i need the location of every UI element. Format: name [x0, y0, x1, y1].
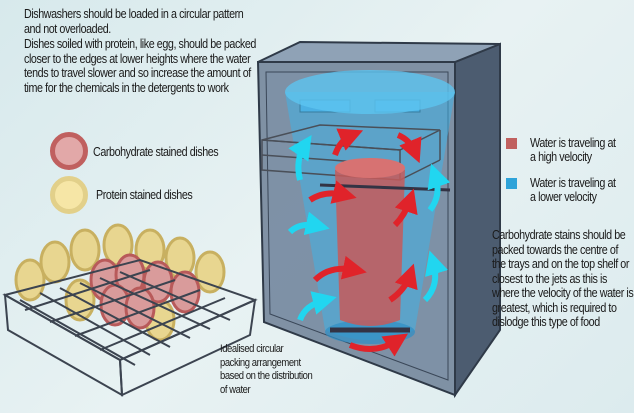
high-velocity-swatch: [506, 138, 517, 149]
carb-dish-label: Carbohydrate stained dishes: [93, 145, 219, 159]
intro-text-content: Dishwashers should be loaded in a circul…: [24, 7, 244, 36]
low-velocity-swatch: [506, 178, 517, 189]
carb-dish-swatch: [50, 132, 88, 170]
arrow-high: [388, 263, 418, 303]
carb-text: Carbohydrate stains should be packed tow…: [492, 228, 634, 330]
high-velocity-line1: Water is traveling at: [530, 136, 616, 150]
low-velocity-line1: Water is traveling at: [530, 176, 616, 190]
arrow-high: [308, 180, 357, 204]
arrow-low: [427, 163, 451, 212]
carb-text-content: Carbohydrate stains should be packed tow…: [492, 228, 634, 329]
high-velocity-label: Water is traveling at a high velocity: [530, 136, 616, 164]
arrow-high: [392, 188, 418, 228]
rack-caption: Idealised circular packing arrangement b…: [220, 343, 315, 397]
arrow-high: [396, 132, 422, 164]
plates: [14, 223, 226, 342]
intro-text: Dishwashers should be loaded in a circul…: [24, 7, 256, 36]
arrow-low: [297, 291, 337, 322]
rack-caption-content: Idealised circular packing arrangement b…: [220, 343, 313, 396]
arrow-low: [422, 250, 448, 303]
protein-dish-label: Protein stained dishes: [96, 188, 193, 202]
dishwasher-top: [257, 40, 501, 63]
high-velocity-line2: a high velocity: [530, 150, 592, 164]
protein-text-content: Dishes soiled with protein, like egg, sh…: [24, 37, 256, 95]
protein-dish-swatch: [50, 176, 88, 214]
dish-rack: [2, 223, 258, 397]
arrow-low: [287, 211, 330, 236]
low-velocity-arrows: [287, 135, 451, 322]
arrow-high: [348, 333, 409, 357]
low-velocity-line2: a lower velocity: [530, 190, 597, 204]
protein-text: Dishes soiled with protein, like egg, sh…: [24, 37, 256, 95]
arrow-low: [288, 135, 312, 181]
arrow-high: [312, 255, 367, 283]
high-velocity-core: [335, 158, 405, 326]
dishwasher-right-side: [454, 42, 501, 399]
low-velocity-label: Water is traveling at a lower velocity: [530, 176, 616, 204]
high-velocity-arrows: [308, 128, 422, 357]
arrow-high: [332, 128, 364, 157]
